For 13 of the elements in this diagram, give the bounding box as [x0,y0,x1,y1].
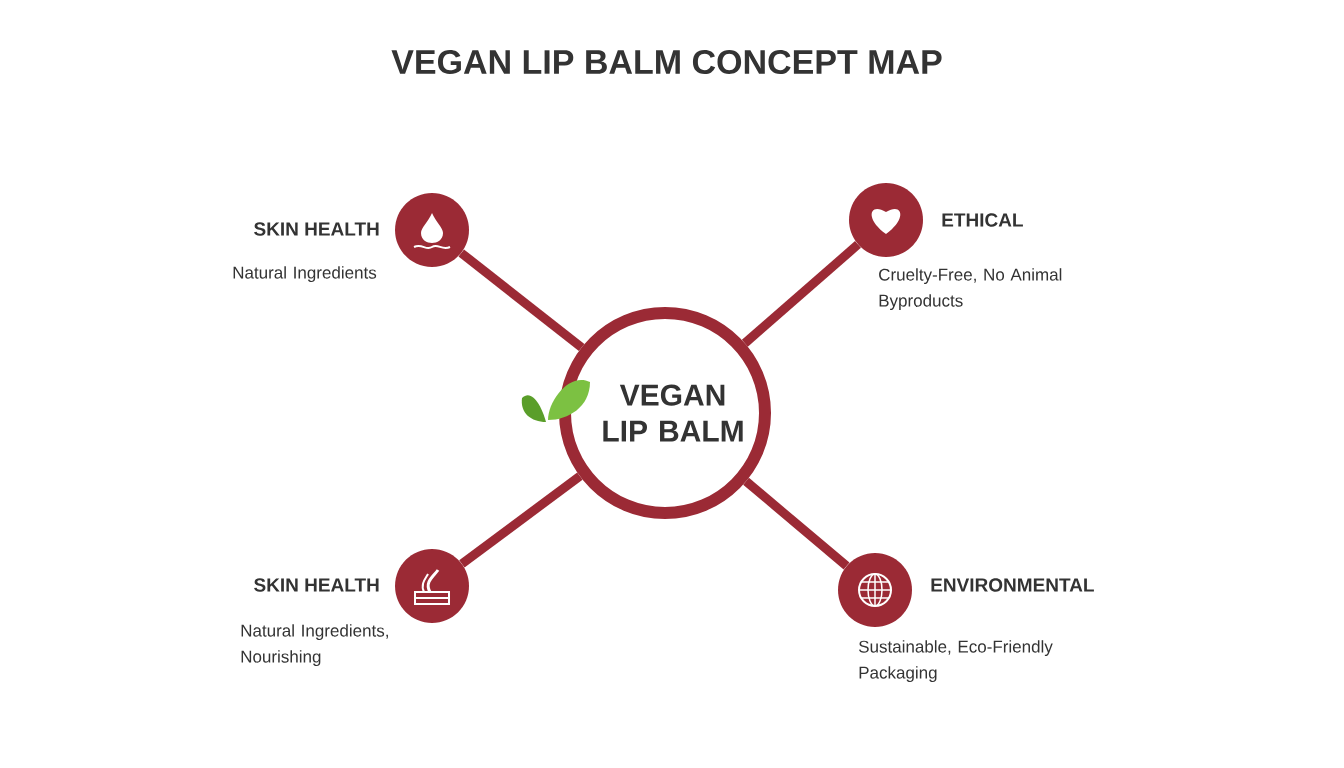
connector-line [743,477,850,570]
node-description: Sustainable, Eco-Friendly Packaging [859,640,1053,683]
node-heading: ENVIRONMENTAL [931,578,1094,592]
connector-line [459,472,583,568]
node-description: Natural Ingredients [233,266,377,283]
connector-line [458,249,585,352]
node-description: Cruelty-Free, No Animal Byproducts [879,268,1062,311]
node-heading: SKIN HEALTH [254,222,379,236]
node-description: Natural Ingredients, Nourishing [241,624,388,667]
connector-line [741,241,861,347]
node-heading: SKIN HEALTH [254,578,379,592]
node-heading: ETHICAL [942,213,1023,227]
title: VEGAN LIP BALM CONCEPT MAP [391,49,942,74]
